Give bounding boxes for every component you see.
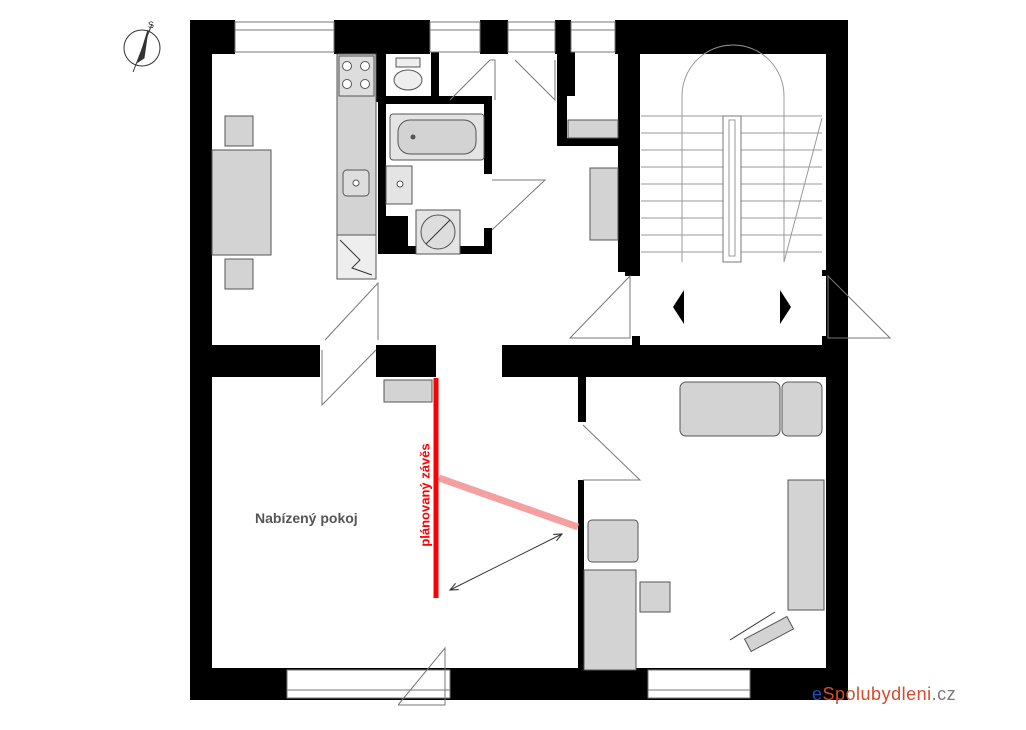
wall-outer-top-a bbox=[190, 20, 235, 54]
wall-storage-b bbox=[557, 96, 567, 140]
chair-bottom bbox=[224, 258, 254, 290]
window-room bbox=[286, 669, 451, 699]
stair-handrail bbox=[722, 115, 742, 263]
window-wc bbox=[429, 21, 481, 53]
wall-bath-stub bbox=[386, 216, 408, 254]
door-bedroom bbox=[582, 424, 642, 481]
wall-stair-top bbox=[618, 20, 848, 52]
door-room bbox=[321, 349, 377, 407]
compass-icon bbox=[123, 23, 161, 73]
wall-bath-left bbox=[378, 104, 386, 254]
wall-mid-right bbox=[502, 345, 848, 377]
brand-suffix: .cz bbox=[931, 684, 957, 704]
wall-outer-top-c bbox=[480, 20, 508, 54]
door-kitchen bbox=[324, 281, 379, 341]
door-storage bbox=[514, 59, 556, 102]
window-hall-b bbox=[570, 21, 616, 53]
lamp bbox=[743, 615, 795, 653]
door-entrance-left bbox=[568, 274, 631, 339]
curtain-label: plánovaný závěs bbox=[417, 443, 433, 547]
chair-top bbox=[224, 115, 254, 147]
wall-storage-d bbox=[567, 40, 575, 96]
brand-prefix: e bbox=[812, 684, 823, 704]
wall-bedroom-a bbox=[578, 377, 586, 422]
sofa-seat bbox=[781, 381, 823, 437]
curtain-swing bbox=[437, 474, 580, 531]
wall-kitchen-bath bbox=[376, 40, 386, 102]
brand-watermark: eSpolubydleni.cz bbox=[812, 684, 956, 705]
double-arrow-icon bbox=[450, 534, 562, 590]
doors bbox=[321, 59, 892, 706]
wall-mid-left bbox=[190, 345, 320, 377]
wall-storage-a bbox=[557, 40, 567, 96]
sofa bbox=[679, 381, 781, 437]
desk bbox=[583, 569, 637, 671]
stair-arch bbox=[681, 44, 785, 116]
bedroom-wardrobe bbox=[787, 479, 825, 611]
wall-storage-c bbox=[557, 138, 618, 146]
door-balcony bbox=[397, 646, 446, 706]
walls bbox=[190, 20, 848, 700]
compass-north-letter: S bbox=[148, 20, 155, 30]
side-table bbox=[639, 581, 671, 613]
dining-table bbox=[211, 149, 272, 256]
wall-stair-gap-left bbox=[625, 270, 640, 276]
washbasin bbox=[385, 165, 413, 205]
hall-wardrobe bbox=[589, 167, 619, 241]
wall-bath-right-lower bbox=[484, 228, 492, 254]
desk-chair bbox=[587, 519, 639, 563]
window-hall-a bbox=[507, 21, 556, 53]
hall-cabinet bbox=[567, 119, 619, 139]
wall-stair-post-b bbox=[822, 336, 832, 348]
entrance-arrow-left-icon bbox=[673, 290, 684, 324]
toilet bbox=[393, 69, 423, 91]
door-wc bbox=[449, 59, 496, 101]
furniture bbox=[211, 53, 825, 671]
wall-mid-stub bbox=[376, 345, 436, 377]
shoe-cabinet bbox=[383, 379, 433, 403]
wall-stair-gap-right bbox=[822, 270, 848, 276]
entrance-arrow-right-icon bbox=[780, 290, 791, 324]
wall-stair-post-a bbox=[632, 336, 640, 348]
brand-name: Spolubydleni bbox=[822, 684, 932, 704]
door-bathroom bbox=[491, 179, 547, 231]
window-kitchen bbox=[234, 21, 335, 53]
wall-stair-left bbox=[618, 20, 640, 272]
staircase bbox=[641, 44, 823, 263]
door-entrance-right bbox=[827, 274, 892, 339]
window-bedroom bbox=[647, 669, 751, 699]
wall-wc-right bbox=[431, 50, 439, 100]
room-label-offered: Nabízený pokoj bbox=[255, 510, 358, 526]
wall-bath-right bbox=[484, 104, 492, 174]
wall-bedroom-b bbox=[578, 480, 584, 670]
